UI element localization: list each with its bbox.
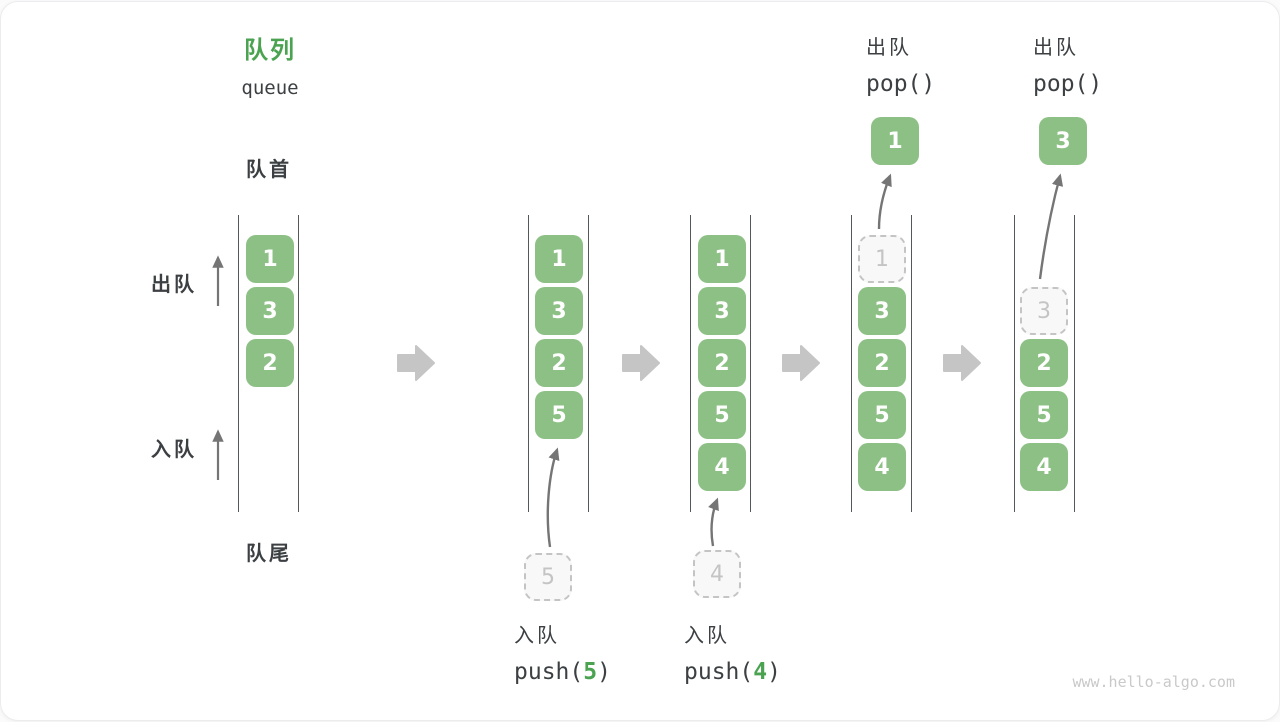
queue-item: 5 (698, 391, 746, 439)
queue-item: 1 (698, 235, 746, 283)
queue-item: 3 (535, 287, 583, 335)
step-arrow-icon (397, 345, 435, 381)
queue-container-s5 (1014, 215, 1075, 512)
queue-container-s1 (238, 215, 299, 512)
popped-item: 3 (1039, 117, 1087, 165)
pop2-code: pop() (1033, 71, 1103, 97)
queue-container-s3 (690, 215, 751, 512)
enqueue-annotation-push4: 入队 push(4) (684, 619, 781, 685)
dequeue-label: 出队 (866, 35, 912, 59)
queue-item: 3 (698, 287, 746, 335)
queue-item: 3 (246, 287, 294, 335)
title-block: 队列 queue (206, 30, 334, 99)
popped-ghost-item: 3 (1020, 287, 1068, 335)
dequeue-label: 出队 (1033, 35, 1079, 59)
queue-item: 4 (1020, 443, 1068, 491)
queue-item: 2 (858, 339, 906, 387)
enqueue-side-label: 入队 (151, 437, 197, 461)
queue-item: 2 (698, 339, 746, 387)
queue-item: 5 (858, 391, 906, 439)
step-arrow-icon (943, 345, 981, 381)
queue-item: 2 (246, 339, 294, 387)
enqueue-annotation-push5: 入队 push(5) (514, 619, 611, 685)
incoming-ghost-item: 4 (693, 550, 741, 598)
queue-item: 4 (858, 443, 906, 491)
dequeue-side-label: 出队 (151, 272, 197, 296)
queue-item: 3 (858, 287, 906, 335)
watermark: www.hello-algo.com (1072, 673, 1235, 691)
queue-item: 2 (1020, 339, 1068, 387)
push4-code: push(4) (684, 659, 781, 685)
queue-rear-label: 队尾 (246, 541, 292, 565)
queue-front-label: 队首 (246, 157, 292, 181)
page-title: 队列 (244, 36, 296, 64)
queue-item: 2 (535, 339, 583, 387)
queue-container-s4 (851, 215, 912, 512)
queue-item: 5 (535, 391, 583, 439)
incoming-ghost-item: 5 (524, 553, 572, 601)
queue-container-s2 (528, 215, 589, 512)
dequeue-annotation-pop2: 出队 pop() (1033, 31, 1102, 97)
queue-item: 1 (246, 235, 294, 283)
popped-ghost-item: 1 (858, 235, 906, 283)
push4-arg: 4 (753, 659, 768, 685)
popped-item: 1 (871, 117, 919, 165)
enqueue-label: 入队 (684, 623, 730, 647)
step-arrow-icon (622, 345, 660, 381)
pop1-code: pop() (866, 71, 936, 97)
page-subtitle: queue (241, 77, 299, 99)
push5-code: push(5) (514, 659, 611, 685)
queue-item: 4 (698, 443, 746, 491)
push5-arg: 5 (583, 659, 598, 685)
dequeue-annotation-pop1: 出队 pop() (866, 31, 935, 97)
queue-item: 5 (1020, 391, 1068, 439)
queue-item: 1 (535, 235, 583, 283)
step-arrow-icon (782, 345, 820, 381)
enqueue-label: 入队 (514, 623, 560, 647)
